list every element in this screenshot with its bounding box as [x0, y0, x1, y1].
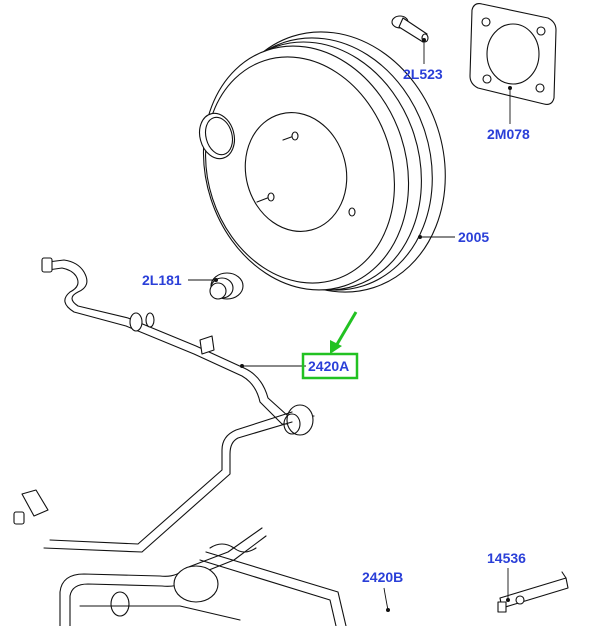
- part-label-2M078[interactable]: 2M078: [487, 126, 530, 142]
- leader-lines: [188, 38, 512, 612]
- part-label-2L523[interactable]: 2L523: [403, 66, 443, 82]
- pin-drawing: [391, 15, 429, 43]
- part-label-2005[interactable]: 2005: [458, 229, 489, 245]
- part-label-14536[interactable]: 14536: [487, 550, 526, 566]
- vacuum-hose-drawing: [13, 257, 315, 553]
- grommet-drawing: [209, 272, 244, 300]
- lower-hose-drawing: [59, 527, 347, 626]
- part-label-2420B[interactable]: 2420B: [362, 569, 403, 585]
- gasket-drawing: [469, 3, 557, 105]
- part-label-2L181[interactable]: 2L181: [142, 272, 182, 288]
- selection-arrow: [330, 311, 358, 354]
- part-label-2420A[interactable]: 2420A: [308, 358, 349, 374]
- clip-drawing: [497, 571, 569, 613]
- brake-booster-drawing: [198, 31, 446, 293]
